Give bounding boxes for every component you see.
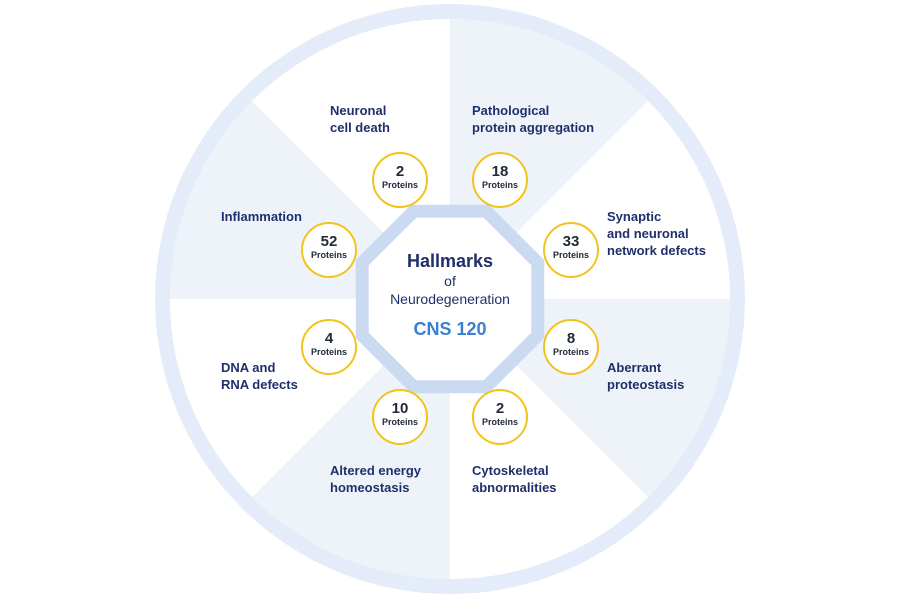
category-neuronal-cell-death: Neuronal cell death (330, 102, 390, 136)
category-label-line: proteostasis (607, 377, 685, 392)
protein-unit: Proteins (381, 180, 418, 190)
protein-count: 4 (324, 330, 334, 347)
protein-unit: Proteins (381, 417, 418, 427)
category-label-line: Aberrant (607, 360, 662, 375)
protein-unit: Proteins (481, 417, 518, 427)
category-label-line: Altered energy (330, 463, 422, 478)
protein-count-badge-pathological-protein-aggregation: 18 Proteins (472, 152, 528, 208)
protein-unit: Proteins (310, 347, 347, 357)
protein-count: 10 (391, 400, 409, 417)
protein-unit: Proteins (481, 180, 518, 190)
category-label-line: network defects (607, 243, 706, 258)
protein-count: 2 (495, 400, 505, 417)
category-aberrant-proteostasis: Aberrant proteostasis (607, 359, 684, 393)
protein-count-badge-cytoskeletal-abnormalities: 2 Proteins (472, 389, 528, 445)
protein-unit: Proteins (310, 250, 347, 260)
protein-count: 2 (395, 163, 405, 180)
protein-count-badge-aberrant-proteostasis: 8 Proteins (543, 319, 599, 375)
category-label-line: Neuronal (330, 103, 387, 118)
protein-count-badge-inflammation: 52 Proteins (301, 222, 357, 278)
center-subtitle-of: of (444, 273, 456, 289)
category-label-line: DNA and (221, 360, 276, 375)
category-cytoskeletal-abnormalities: Cytoskeletal abnormalities (472, 462, 557, 496)
category-synaptic-network-defects: Synaptic and neuronal network defects (607, 208, 706, 259)
center-label: Hallmarks of Neurodegeneration CNS 120 (350, 250, 550, 340)
protein-count-badge-neuronal-cell-death: 2 Proteins (372, 152, 428, 208)
category-label-line: Inflammation (221, 209, 302, 224)
category-label-line: abnormalities (472, 480, 557, 495)
category-label-line: protein aggregation (472, 120, 595, 135)
protein-count-badge-dna-rna-defects: 4 Proteins (301, 319, 357, 375)
protein-count: 8 (566, 330, 576, 347)
category-label-line: Cytoskeletal (472, 463, 549, 478)
panel-name: CNS 120 (413, 319, 487, 339)
protein-count-badge-altered-energy-homeostasis: 10 Proteins (372, 389, 428, 445)
category-inflammation: Inflammation (221, 208, 302, 225)
protein-count-badge-synaptic-network-defects: 33 Proteins (543, 222, 599, 278)
protein-count: 52 (320, 233, 338, 250)
category-dna-rna-defects: DNA and RNA defects (221, 359, 298, 393)
protein-count: 18 (491, 163, 509, 180)
category-label-line: RNA defects (221, 377, 298, 392)
center-subtitle: Neurodegeneration (390, 291, 510, 307)
category-label-line: Pathological (472, 103, 550, 118)
center-title: Hallmarks (406, 251, 494, 271)
category-label-line: cell death (330, 120, 390, 135)
category-altered-energy-homeostasis: Altered energy homeostasis (330, 462, 421, 496)
category-label-line: homeostasis (330, 480, 410, 495)
protein-unit: Proteins (552, 347, 589, 357)
category-pathological-protein-aggregation: Pathological protein aggregation (472, 102, 594, 136)
category-label-line: and neuronal (607, 226, 689, 241)
protein-count: 33 (562, 233, 580, 250)
protein-unit: Proteins (552, 250, 589, 260)
center-octagon-fill (368, 217, 532, 381)
category-label-line: Synaptic (607, 209, 662, 224)
